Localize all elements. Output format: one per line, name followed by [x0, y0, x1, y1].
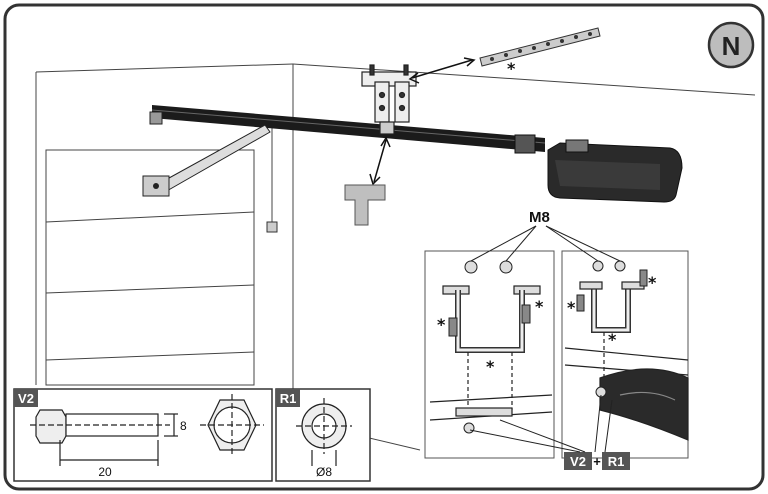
callout-plus: +: [593, 454, 601, 469]
washer-drawing: [296, 398, 352, 466]
detail-bolts-right: [576, 260, 648, 398]
detail-mounted-drawing: [564, 281, 689, 441]
asterisk-6: *: [608, 330, 617, 349]
bolt-thread: 8: [180, 419, 187, 433]
detail-box-bracket: [424, 250, 555, 459]
washer-diameter: Ø8: [316, 465, 332, 479]
callout-m8: M8: [529, 209, 550, 226]
angle-bracket: [344, 184, 386, 226]
callout-v2: V2: [570, 454, 586, 469]
perforated-strap: [479, 27, 601, 67]
asterisk-5: *: [648, 273, 657, 292]
callout-v2-r1: V2 + R1: [564, 452, 630, 470]
callout-r1: R1: [608, 454, 625, 469]
ceiling-bracket: [361, 64, 417, 135]
strap-asterisk: *: [507, 59, 516, 78]
step-badge-letter: N: [722, 31, 741, 61]
detail-v2-tag: V2: [18, 391, 34, 406]
rail: [149, 105, 546, 152]
step-badge: N: [707, 21, 755, 69]
asterisk-1: *: [437, 315, 446, 334]
bolt-side-view: [30, 409, 178, 466]
m8-leader-lines: [470, 225, 621, 262]
asterisk-4: *: [567, 298, 576, 317]
motor-unit: [514, 134, 683, 203]
v2-leader-lines: [469, 394, 613, 453]
detail-r1-tag: R1: [280, 391, 297, 406]
asterisk-3: *: [486, 357, 495, 376]
detail-v2-tag-bg: [14, 389, 38, 407]
bolt-length: 20: [98, 465, 112, 479]
detail-r1-tag-bg: [276, 389, 300, 407]
garage-door: [45, 149, 255, 386]
asterisk-2: *: [535, 297, 544, 316]
bolt-end-view: [200, 394, 264, 456]
pointer-arrows: [369, 57, 476, 186]
door-cord: [266, 128, 278, 233]
door-arm: [142, 124, 271, 197]
